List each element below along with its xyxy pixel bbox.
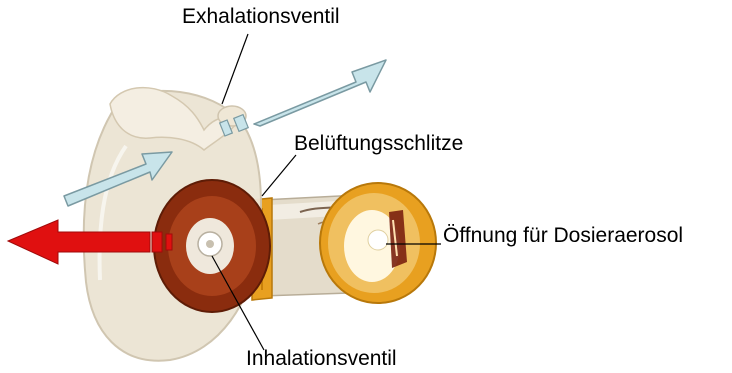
spacer-end-cap (320, 183, 436, 303)
label-inhalation-valve: Inhalationsventil (246, 348, 397, 369)
leader-vent (262, 155, 296, 196)
exhale-flow-arrow-out (220, 60, 386, 136)
label-dose-opening: Öffnung für Dosieraerosol (443, 225, 683, 246)
leader-exhalation (222, 34, 248, 104)
label-vent-slots: Belüftungsschlitze (294, 133, 463, 154)
label-exhalation-valve: Exhalationsventil (182, 6, 340, 27)
